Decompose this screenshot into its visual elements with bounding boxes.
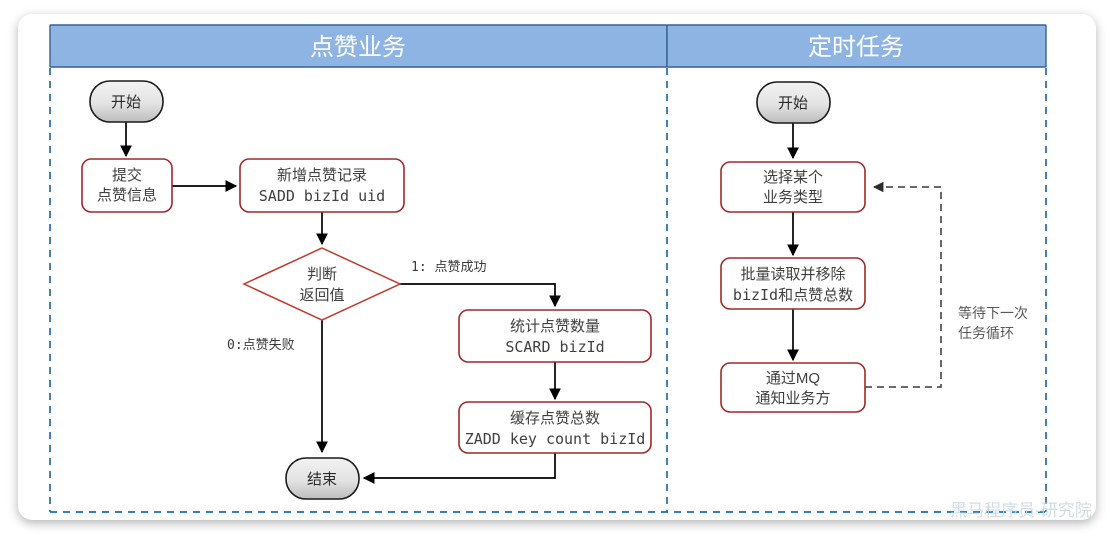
node-start-right[interactable] [756,81,831,124]
edge-cache-to-end [362,452,556,484]
edge-decision-to-count [400,283,561,308]
lane-title-right: 定时任务 [808,34,904,61]
node-submit-line1: 提交 [112,166,142,184]
loop-note-line2: 任务循环 [958,325,1014,341]
lane-header-right [666,24,1047,68]
node-cache-line1: 缓存点赞总数 [510,410,600,427]
loop-note-line1: 等待下一次 [958,305,1028,321]
node-select-type[interactable] [720,161,866,213]
node-decision[interactable] [242,247,402,321]
node-count-line1: 统计点赞数量 [510,318,600,335]
node-notify-mq[interactable] [720,362,866,413]
node-count[interactable] [458,309,652,363]
edge-label-fail: 0:点赞失败 [227,338,295,353]
node-add-record[interactable] [239,158,405,213]
node-end-left[interactable] [285,457,360,500]
node-start-left[interactable] [89,80,164,123]
node-start-right-label: 开始 [778,95,808,112]
edge-label-success: 1: 点赞成功 [411,260,486,275]
node-cache-line2: ZADD key count bizId [465,430,646,448]
node-notify-mq-line2: 通知业务方 [755,390,830,407]
node-cache[interactable] [458,401,652,454]
node-notify-mq-line1: 通过MQ [766,370,820,387]
node-decision-line1: 判断 [307,266,337,283]
lane-title-left: 点赞业务 [310,34,406,61]
node-select-type-line1: 选择某个 [763,169,823,186]
node-end-left-label: 结束 [307,471,337,488]
node-decision-line2: 返回值 [299,287,344,304]
node-batch-read[interactable] [720,257,866,310]
node-submit[interactable] [81,158,173,213]
node-select-type-line2: 业务类型 [763,189,823,206]
node-start-left-label: 开始 [111,94,141,111]
node-add-record-line2: SADD bizId uid [259,187,385,205]
node-batch-read-line1: 批量读取并移除 [740,266,845,283]
edge-loop-back [865,181,942,388]
node-batch-read-line2: bizId和点赞总数 [733,286,853,304]
node-count-line2: SCARD bizId [505,338,604,356]
node-submit-line2: 点赞信息 [97,187,157,204]
watermark: 黑马程序员-研究院 [950,501,1092,520]
node-add-record-line1: 新增点赞记录 [277,167,367,184]
